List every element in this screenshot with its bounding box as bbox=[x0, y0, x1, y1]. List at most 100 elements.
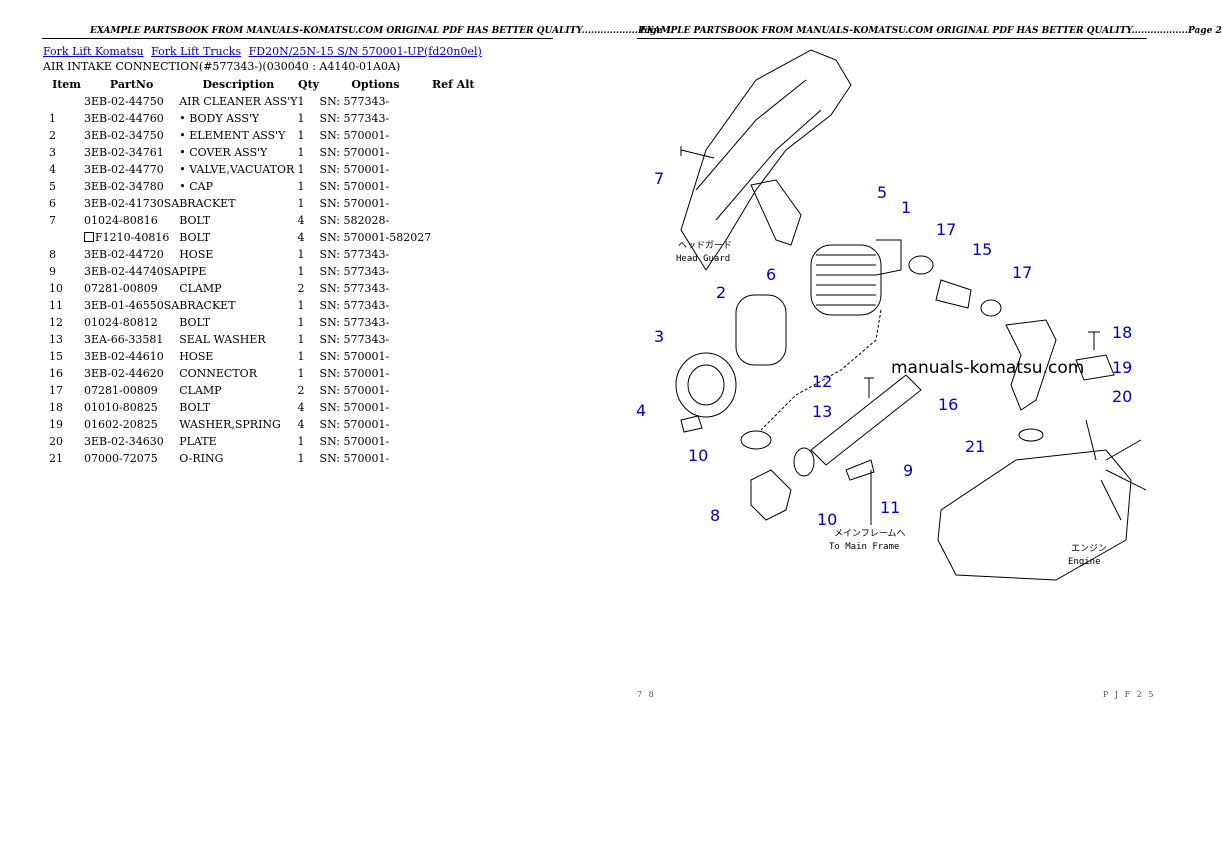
cell-description: AIR CLEANER ASS'Y bbox=[179, 93, 297, 110]
connector-16 bbox=[1005, 319, 1057, 411]
callout-15: 15 bbox=[972, 240, 992, 259]
cell-qty: 1 bbox=[298, 450, 320, 467]
cell-options-text: SN: 570001- bbox=[319, 367, 390, 380]
cell-partno-text: 3EB-02-44620 bbox=[84, 367, 164, 380]
cell-description-text: PIPE bbox=[179, 265, 207, 278]
watermark: manuals-komatsu.com bbox=[891, 358, 1084, 378]
parts-table: Item PartNo Description Qty Options Ref … bbox=[43, 76, 475, 467]
cell-options: SN: 570001- bbox=[320, 416, 432, 433]
cell-description-text: CLAMP bbox=[179, 384, 222, 397]
element-2 bbox=[735, 294, 787, 366]
cell-options-text: SN: 570001- bbox=[319, 146, 390, 159]
diagram-footer-right: P J F 2 5 bbox=[1103, 690, 1156, 699]
cell-description: • CAP bbox=[179, 178, 297, 195]
cell-partno: 07281-00809 bbox=[84, 382, 179, 399]
cell-item-text: 10 bbox=[49, 282, 63, 295]
cell-item: 8 bbox=[43, 246, 84, 263]
cell-description: • VALVE,VACUATOR bbox=[179, 161, 297, 178]
cell-item-text: 19 bbox=[49, 418, 63, 431]
pipe-9 bbox=[810, 374, 922, 466]
cell-description: PLATE bbox=[179, 433, 297, 450]
breadcrumb-link-category[interactable]: Fork Lift Trucks bbox=[151, 45, 242, 58]
callout-16: 16 bbox=[938, 395, 958, 414]
cell-description: • ELEMENT ASS'Y bbox=[179, 127, 297, 144]
callout-6: 6 bbox=[766, 265, 776, 284]
cell-options-text: SN: 570001- bbox=[319, 418, 390, 431]
cell-qty: 1 bbox=[298, 348, 320, 365]
cell-item: 12 bbox=[43, 314, 84, 331]
cell-item-text: 8 bbox=[49, 248, 56, 261]
cell-options: SN: 570001- bbox=[320, 365, 432, 382]
header-divider bbox=[42, 38, 553, 39]
cell-ref-alt bbox=[431, 144, 475, 161]
cell-item: 19 bbox=[43, 416, 84, 433]
cell-description: HOSE bbox=[179, 348, 297, 365]
cell-qty-text: 1 bbox=[297, 112, 305, 125]
cell-item: 15 bbox=[43, 348, 84, 365]
cell-description-text: BOLT bbox=[179, 316, 211, 329]
cell-description: O-RING bbox=[179, 450, 297, 467]
cell-description: SEAL WASHER bbox=[179, 331, 297, 348]
cell-ref-alt bbox=[431, 297, 475, 314]
cell-options: SN: 577343- bbox=[320, 110, 432, 127]
checkbox-icon bbox=[84, 232, 94, 242]
cell-partno: 3EB-02-44750 bbox=[84, 93, 179, 110]
cell-options-text: SN: 577343- bbox=[319, 248, 390, 261]
cell-item: 17 bbox=[43, 382, 84, 399]
cell-partno-text: 3EB-02-41730SA bbox=[84, 197, 180, 210]
cell-item: 21 bbox=[43, 450, 84, 467]
cell-qty-text: 1 bbox=[297, 129, 305, 142]
cell-ref-alt bbox=[431, 382, 475, 399]
cell-options-text: SN: 570001- bbox=[319, 180, 390, 193]
cell-description-text: • VALVE,VACUATOR bbox=[179, 163, 295, 176]
cell-qty-text: 4 bbox=[297, 214, 305, 227]
column-header-partno: PartNo bbox=[109, 78, 154, 91]
cell-qty: 1 bbox=[298, 246, 320, 263]
cell-item: 18 bbox=[43, 399, 84, 416]
cell-item: 4 bbox=[43, 161, 84, 178]
cell-qty-text: 1 bbox=[297, 316, 305, 329]
column-header-ref-alt: Ref Alt bbox=[431, 78, 475, 91]
cell-options-text: SN: 577343- bbox=[319, 316, 390, 329]
bolt-18 bbox=[1088, 331, 1100, 350]
cell-item: 5 bbox=[43, 178, 84, 195]
bracket-11 bbox=[845, 459, 875, 481]
cell-partno: 01024-80816 bbox=[84, 212, 179, 229]
cell-qty-text: 2 bbox=[297, 282, 305, 295]
cell-description-text: • ELEMENT ASS'Y bbox=[179, 129, 286, 142]
cell-partno-text: 3EB-02-44760 bbox=[84, 112, 164, 125]
cell-partno-text: 3EB-02-44720 bbox=[84, 248, 164, 261]
cell-qty-text: 1 bbox=[297, 265, 305, 278]
clamp-17 bbox=[908, 255, 934, 275]
table-header-row: Item PartNo Description Qty Options Ref … bbox=[43, 76, 475, 93]
cell-qty-text: 1 bbox=[297, 95, 305, 108]
cell-options: SN: 570001- bbox=[320, 127, 432, 144]
breadcrumb-link-model[interactable]: FD20N/25N-15 S/N 570001-UP(fd20n0el) bbox=[248, 45, 482, 58]
cell-partno-text: 01024-80812 bbox=[84, 316, 158, 329]
cell-ref-alt bbox=[431, 450, 475, 467]
diagram-footer-left: 7 8 bbox=[637, 690, 656, 699]
cell-description-text: • BODY ASS'Y bbox=[179, 112, 260, 125]
cell-description-text: PLATE bbox=[179, 435, 217, 448]
cell-options-text: SN: 577343- bbox=[319, 265, 390, 278]
cell-item: 6 bbox=[43, 195, 84, 212]
column-header-description: Description bbox=[202, 78, 275, 91]
cell-ref-alt bbox=[431, 280, 475, 297]
cell-options-text: SN: 577343- bbox=[319, 95, 390, 108]
cell-description-text: CONNECTOR bbox=[179, 367, 257, 380]
cell-options: SN: 582028- bbox=[320, 212, 432, 229]
cell-description: WASHER,SPRING bbox=[179, 416, 297, 433]
cell-options-text: SN: 570001- bbox=[319, 452, 390, 465]
breadcrumb-link-brand[interactable]: Fork Lift Komatsu bbox=[43, 45, 144, 58]
cell-qty: 1 bbox=[298, 314, 320, 331]
cell-options: SN: 570001- bbox=[320, 195, 432, 212]
